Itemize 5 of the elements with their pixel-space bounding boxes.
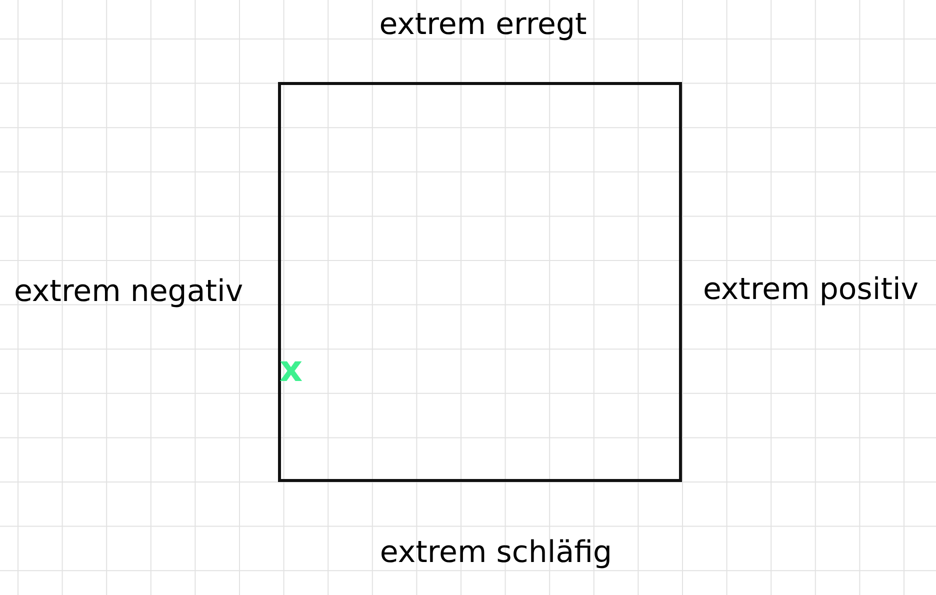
- axis-label: extrem positiv: [703, 275, 919, 305]
- axis-label: extrem negativ: [14, 277, 244, 307]
- axis-label: extrem schläfig: [380, 538, 612, 568]
- square-frame: [278, 82, 682, 482]
- axis-label: extrem erregt: [379, 10, 587, 40]
